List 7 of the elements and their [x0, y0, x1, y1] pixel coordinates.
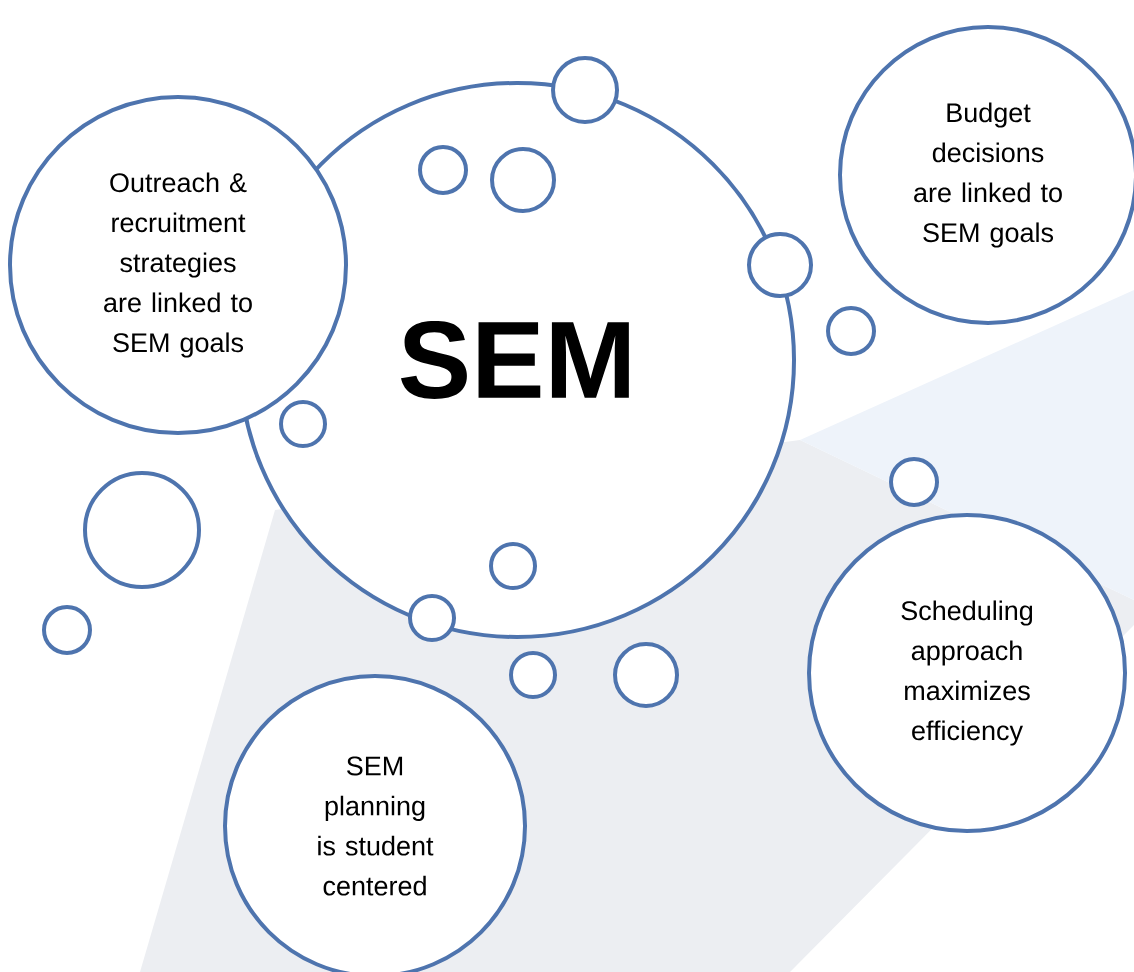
small-circle	[747, 232, 813, 298]
small-circle	[826, 306, 876, 356]
small-circle	[551, 56, 619, 124]
small-circle	[83, 471, 201, 589]
small-circle	[613, 642, 679, 708]
small-circle	[490, 147, 556, 213]
small-circle	[42, 605, 92, 655]
